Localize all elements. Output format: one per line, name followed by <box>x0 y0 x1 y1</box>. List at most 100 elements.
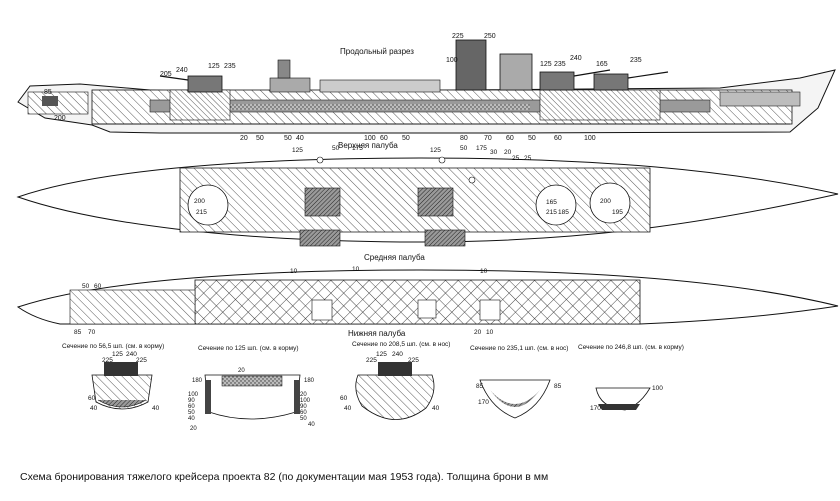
lower-deck-aft-zone <box>69 289 196 325</box>
section-1-bottom <box>97 399 147 408</box>
middle-deck-title: Средняя палуба <box>364 253 425 262</box>
section-heading: Сечение по 246,8 шп. (см. в корму) <box>578 344 684 351</box>
upper-deck-hatch-2 <box>438 156 446 164</box>
section-3-armor-label: 225 <box>408 357 419 364</box>
bottom-armor-label: 60 <box>506 135 514 142</box>
bottom-armor-label: 80 <box>460 135 468 142</box>
bow-band <box>719 91 801 107</box>
gun-barrels-fwd2 <box>573 69 611 77</box>
aft-magazine <box>169 89 231 121</box>
section-2-deck-band <box>221 375 283 387</box>
side-armor-label: 240 <box>570 55 582 62</box>
bottom-armor-label: 40 <box>296 135 304 142</box>
aft-barbette <box>187 184 229 226</box>
section-5-armor-label: 170 <box>590 405 601 412</box>
section-1-armor-label: 225 <box>102 357 113 364</box>
upper-deck-box-1 <box>304 187 341 217</box>
side-armor-label: 85 <box>44 89 52 96</box>
section-3-armor-label: 40 <box>344 405 352 412</box>
lower-deck-cell-2 <box>417 299 437 319</box>
upper-deck-armor-label: 50 <box>332 145 340 152</box>
side-armor-label: 240 <box>176 67 188 74</box>
section-3-armor-label: 225 <box>366 357 377 364</box>
lower-deck-plan: Средняя палуба Нижняя палуба <box>16 253 839 338</box>
upper-deck-hatch-1 <box>316 156 324 164</box>
section-5-armor-label: 100 <box>652 385 663 392</box>
lower-deck-armor-label: 70 <box>88 329 96 336</box>
upper-deck-armor-label: 50 <box>460 145 468 152</box>
section-4-armor-label: 170 <box>478 399 489 406</box>
bottom-armor-label: 70 <box>484 135 492 142</box>
section-heading: Сечение по 125 шп. (см. в корму) <box>198 345 299 352</box>
lower-deck-armor-label: 85 <box>74 329 82 336</box>
lower-deck-armor-label: 10 <box>486 329 494 336</box>
upper-deck-armor-label: 20 <box>504 149 512 156</box>
section-3-armor-label: 125 <box>376 351 387 358</box>
section-3-hull <box>355 374 435 420</box>
side-armor-label: 235 <box>630 57 642 64</box>
upper-deck-cell-1 <box>299 229 341 247</box>
side-armor-label: 235 <box>554 61 566 68</box>
forward-turret-2 <box>593 73 629 91</box>
funnel <box>499 53 533 91</box>
section-2-armor-label: 20 <box>300 392 307 398</box>
side-armor-label: 250 <box>484 33 496 40</box>
section-2-armor-label: 20 <box>190 426 197 432</box>
section-1-armor-label: 40 <box>152 405 160 412</box>
upper-deck-armor-label: 125 <box>430 147 441 154</box>
gun-barrels-aft <box>159 75 189 81</box>
machinery-space <box>230 104 530 110</box>
forward-turret-1 <box>539 71 575 91</box>
side-armor-label: 235 <box>224 63 236 70</box>
section-2-belt-right <box>294 380 300 414</box>
section-1-armor-label: 60 <box>88 395 96 402</box>
forward-magazine <box>539 89 661 121</box>
side-armor-label: 205 <box>160 71 172 78</box>
section-2-armor-label: 20 <box>238 368 245 374</box>
aft-director <box>277 59 291 79</box>
side-armor-label: 125 <box>540 61 552 68</box>
bottom-armor-label: 100 <box>364 135 376 142</box>
conning-tower <box>455 39 487 91</box>
bottom-armor-label: 60 <box>380 135 388 142</box>
upper-deck-cell-2 <box>424 229 466 247</box>
section-2-armor-label: 50 <box>188 410 195 416</box>
section-2-belt-left <box>205 380 211 414</box>
cross-section-2 <box>204 374 301 420</box>
section-3-armor-label: 60 <box>340 395 348 402</box>
upper-deck-armor-label: 165 <box>546 199 557 206</box>
gun-barrels-fwd <box>627 71 669 79</box>
cross-section-3 <box>355 362 435 420</box>
bottom-armor-label: 60 <box>554 135 562 142</box>
section-2-armor-label: 90 <box>300 404 307 410</box>
section-4-hull <box>479 379 551 419</box>
bottom-armor-label: 50 <box>528 135 536 142</box>
section-2-armor-label: 180 <box>192 378 203 384</box>
section-3-turret <box>378 362 412 376</box>
side-armor-label: 200 <box>54 115 66 122</box>
section-1-armor-label: 40 <box>90 405 98 412</box>
figure-caption: Схема бронирования тяжелого крейсера про… <box>20 471 549 483</box>
section-1-armor-label: 225 <box>136 357 147 364</box>
section-5-bottom-armor <box>598 404 640 410</box>
aft-steering-box <box>42 96 58 106</box>
side-armor-label: 225 <box>452 33 464 40</box>
upper-deck-armor-label: 175 <box>352 145 363 152</box>
section-1-armor-label: 125 <box>112 351 123 358</box>
upper-deck-armor-label: 25 <box>524 155 532 162</box>
upper-deck-armor-label: 200 <box>194 198 205 205</box>
lower-deck-armor-label: 20 <box>474 329 482 336</box>
section-2-armor-label: 90 <box>188 398 195 404</box>
section-2-armor-label: 60 <box>300 410 307 416</box>
side-armor-label: 165 <box>596 61 608 68</box>
upper-deck-armor-label: 25 <box>512 155 520 162</box>
upper-deck-armor-label: 125 <box>292 147 303 154</box>
upper-deck-armor-label: 200 <box>600 198 611 205</box>
upper-deck-armor-label: 215 <box>546 209 557 216</box>
bottom-armor-label: 20 <box>240 135 248 142</box>
cross-section-1 <box>91 362 153 410</box>
section-2-armor-label: 100 <box>300 398 311 404</box>
upper-deck-armor-label: 195 <box>612 209 623 216</box>
section-3-armor-label: 240 <box>392 351 403 358</box>
lower-deck-armor-label: 10 <box>480 268 488 275</box>
